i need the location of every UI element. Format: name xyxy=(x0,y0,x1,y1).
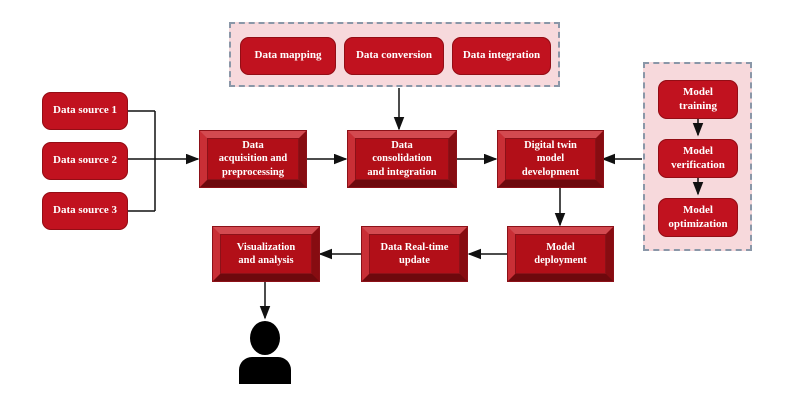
node-model-verification: Model verification xyxy=(658,139,738,178)
node-data-source-2: Data source 2 xyxy=(42,142,128,180)
node-data-acquisition: Data acquisition and preprocessing xyxy=(200,131,306,187)
user-icon-head xyxy=(250,321,280,355)
node-data-integration: Data integration xyxy=(452,37,551,75)
user-icon-body xyxy=(239,357,291,384)
node-data-mapping: Data mapping xyxy=(240,37,336,75)
node-digital-twin-development: Digital twin model development xyxy=(498,131,603,187)
node-data-realtime-update: Data Real-time update xyxy=(362,227,467,281)
node-model-optimization: Model optimization xyxy=(658,198,738,237)
node-model-training: Model training xyxy=(658,80,738,119)
node-data-consolidation: Data consolidation and integration xyxy=(348,131,456,187)
node-data-conversion: Data conversion xyxy=(344,37,444,75)
node-data-source-3: Data source 3 xyxy=(42,192,128,230)
node-visualization-analysis: Visualization and analysis xyxy=(213,227,319,281)
node-data-source-1: Data source 1 xyxy=(42,92,128,130)
node-model-deployment: Model deployment xyxy=(508,227,613,281)
